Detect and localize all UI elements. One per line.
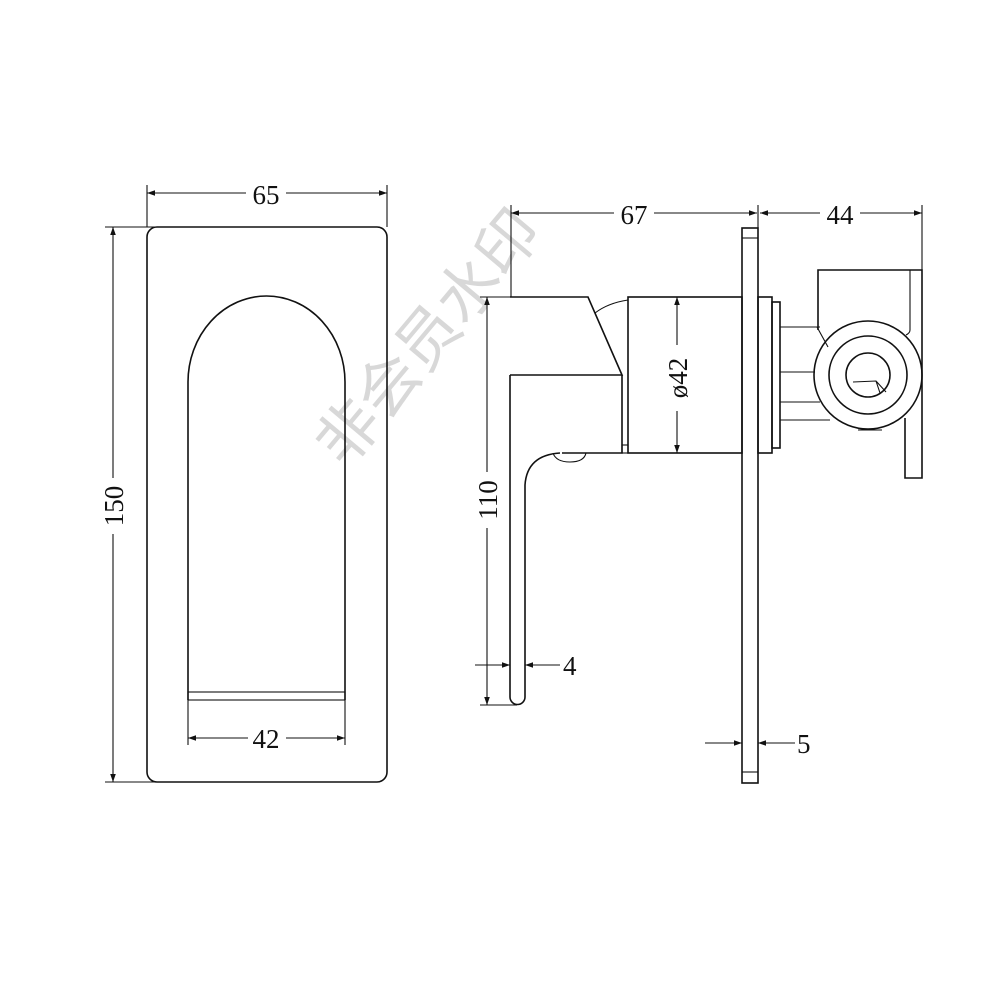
lever-button bbox=[552, 452, 587, 463]
plate-thickness-label: 5 bbox=[797, 729, 811, 759]
front-view: 65 150 42 bbox=[99, 180, 388, 783]
lever-handle bbox=[509, 375, 561, 706]
lever-head bbox=[510, 296, 624, 376]
arched-opening bbox=[187, 295, 346, 700]
side-view: 67 44 ø42 110 4 5 bbox=[473, 200, 923, 784]
depth-label: 67 bbox=[621, 200, 648, 230]
rear-depth-label: 44 bbox=[827, 200, 855, 230]
wall-plate bbox=[741, 227, 759, 784]
cover-plate bbox=[146, 226, 388, 783]
height-label: 150 bbox=[99, 486, 129, 527]
diameter-label: ø42 bbox=[663, 358, 693, 399]
opening-width-label: 42 bbox=[253, 724, 280, 754]
watermark-text: 非会员水印 bbox=[301, 195, 556, 479]
opening-base-bar bbox=[187, 691, 346, 701]
cartridge-body bbox=[627, 296, 743, 454]
valve-outer-circle bbox=[813, 320, 923, 430]
lever-thickness-label: 4 bbox=[563, 651, 577, 681]
lever-height-label: 110 bbox=[473, 480, 503, 520]
width-label: 65 bbox=[253, 180, 280, 210]
